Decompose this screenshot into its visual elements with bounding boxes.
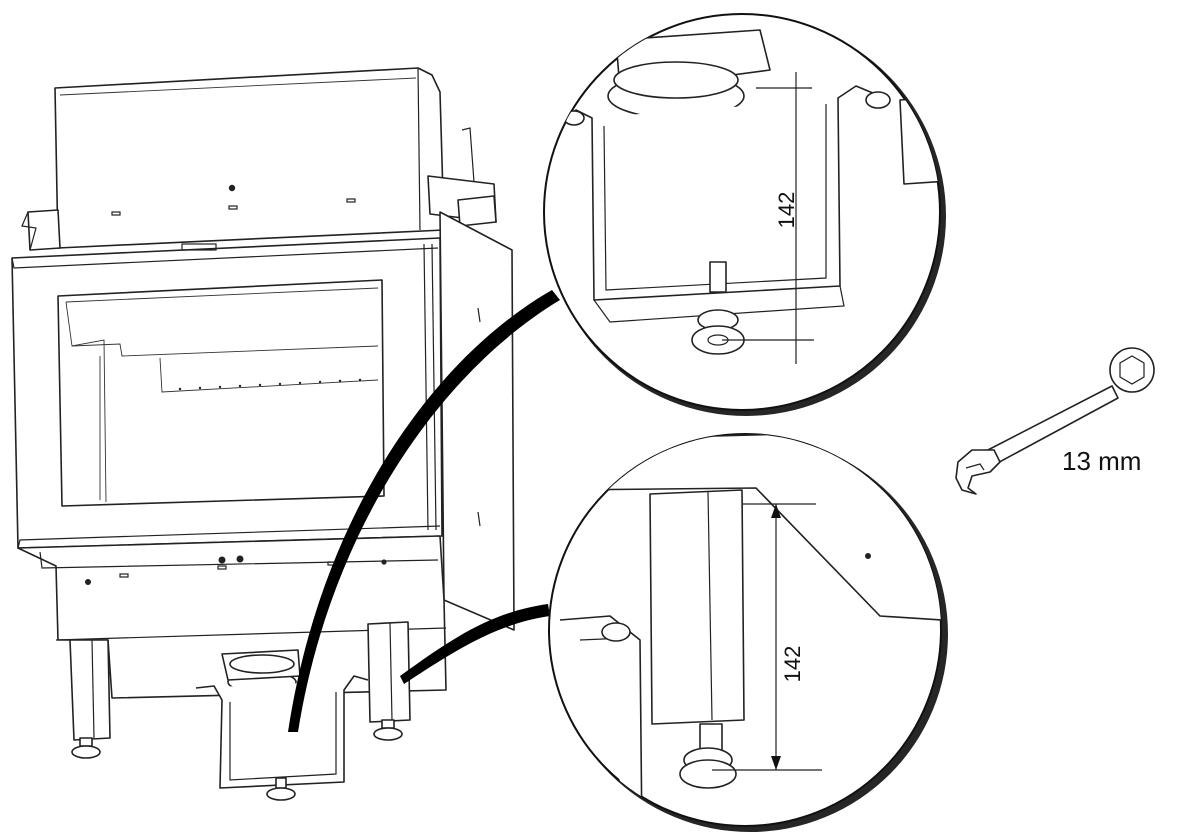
dimension-label-top: 142 bbox=[774, 192, 799, 229]
top-housing bbox=[54, 67, 445, 249]
u-bracket bbox=[195, 675, 369, 789]
dimension-label-bottom: 142 bbox=[780, 646, 805, 683]
wrench-size-label: 13 mm bbox=[1062, 446, 1141, 476]
left-leg bbox=[69, 639, 111, 741]
fireplace-insert bbox=[11, 67, 515, 801]
wrench-icon bbox=[955, 347, 1155, 495]
detail-circle-bottom: 142 bbox=[548, 433, 948, 832]
glass-panel bbox=[57, 279, 385, 507]
detail-circle-top: 142 bbox=[543, 13, 946, 416]
right-leg bbox=[367, 621, 411, 723]
side-panel bbox=[439, 211, 515, 631]
callout-curve-bottom bbox=[400, 604, 550, 684]
